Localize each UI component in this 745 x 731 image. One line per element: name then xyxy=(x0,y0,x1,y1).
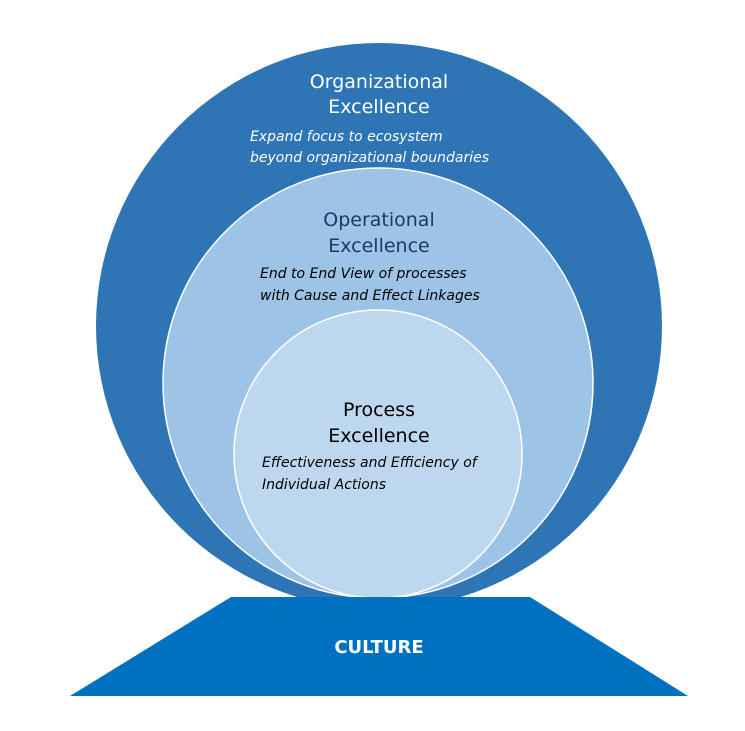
organizational-desc-line2: beyond organizational boundaries xyxy=(250,150,489,166)
process-desc-line1: Effectiveness and Efficiency of xyxy=(262,455,479,471)
culture-base xyxy=(70,597,688,696)
culture-label: CULTURE xyxy=(334,637,423,658)
process-excellence-circle xyxy=(233,309,523,599)
operational-title-line2: Excellence xyxy=(328,235,429,257)
process-title-line1: Process xyxy=(343,399,415,421)
organizational-title-line2: Excellence xyxy=(328,96,429,118)
organizational-title-line1: Organizational xyxy=(310,71,448,93)
organizational-desc-line1: Expand focus to ecosystem xyxy=(250,129,443,145)
operational-desc-line1: End to End View of processes xyxy=(260,266,467,282)
process-desc-line2: Individual Actions xyxy=(262,477,386,493)
operational-title-line1: Operational xyxy=(323,209,434,231)
process-title-line2: Excellence xyxy=(328,425,429,447)
operational-desc-line2: with Cause and Effect Linkages xyxy=(260,288,480,304)
